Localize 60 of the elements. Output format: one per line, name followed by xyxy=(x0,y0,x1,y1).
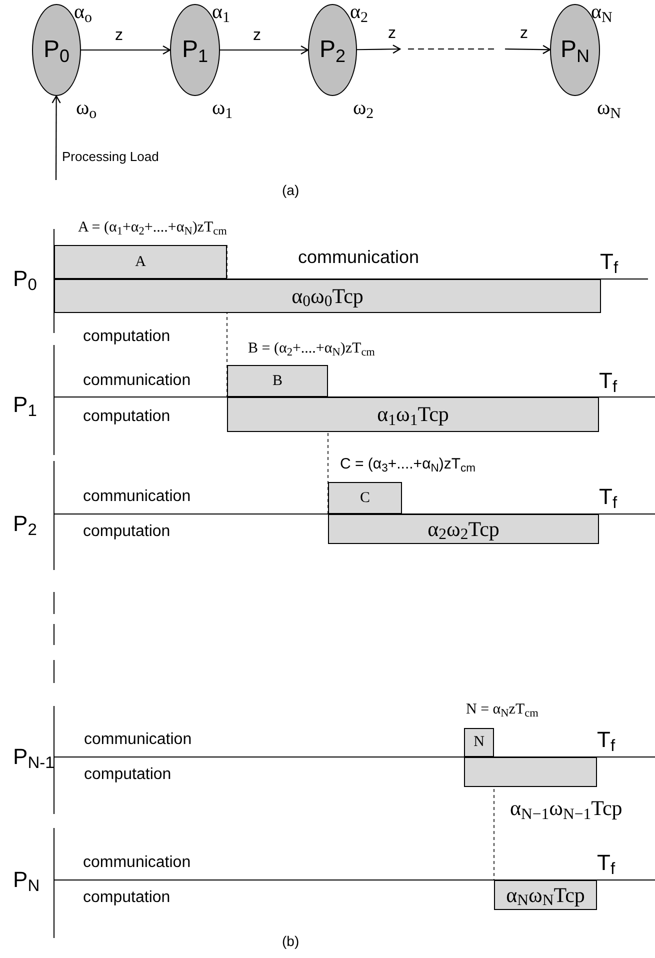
text-label: (b) xyxy=(282,934,300,948)
communication-bar xyxy=(464,728,494,757)
arrow xyxy=(81,45,171,55)
text-label: T$_{f}$ xyxy=(597,729,616,751)
text-label: T$_{f}$ xyxy=(600,251,618,273)
arrow xyxy=(220,45,309,55)
variable-label: ω$_{o}$ xyxy=(76,98,97,118)
variable-label: α$_{2}$ xyxy=(350,2,368,22)
text-label: (a) xyxy=(282,183,300,197)
bar-label: α$_{0}$ω$_{0}$Tcp xyxy=(292,286,364,306)
text-label: B = (α$_{2}$+....+α$_{N}$)zT$_{cm}$ xyxy=(248,342,375,356)
computation-bar xyxy=(464,757,597,787)
text-label: communication xyxy=(83,489,191,505)
processor-label: P$_{N}$ xyxy=(560,38,590,62)
edge-label: Processing Load xyxy=(62,150,159,163)
text-label: computation xyxy=(83,409,170,425)
text-label: computation xyxy=(83,329,170,345)
variable-label: ω$_{2}$ xyxy=(353,98,374,118)
computation-bar xyxy=(227,397,599,432)
variable-label: α$_{1}$ xyxy=(212,2,230,22)
bar-label: α$_{N}$ω$_{N}$Tcp xyxy=(506,884,585,906)
text-label: P$_{N-1}$ xyxy=(13,746,54,768)
communication-bar xyxy=(328,482,402,514)
bar-label: B xyxy=(272,374,282,388)
computation-bar xyxy=(328,514,599,544)
variable-label: α$_{N−1}$ω$_{N−1}$Tcp xyxy=(510,798,622,819)
text-label: communication xyxy=(83,855,191,871)
text-label: communication xyxy=(298,248,420,266)
bar-label: α$_{1}$ω$_{1}$Tcp xyxy=(377,404,449,425)
text-label: computation xyxy=(83,890,170,906)
variable-label: α$_{o}$ xyxy=(74,2,92,22)
variable-label: ω$_{1}$ xyxy=(212,98,233,118)
text-label: computation xyxy=(83,524,170,540)
computation-bar xyxy=(494,880,597,910)
text-label: communication xyxy=(83,373,191,389)
text-label: T$_{f}$ xyxy=(597,852,616,874)
text-label: P$_{N}$ xyxy=(13,869,40,891)
processor-label: P$_{2}$ xyxy=(319,38,346,62)
processor-label: P$_{1}$ xyxy=(182,38,208,62)
arrow xyxy=(505,44,551,54)
bar-label: N xyxy=(474,735,484,750)
text-label: P$_{1}$ xyxy=(13,394,37,416)
text-label: C = (α$_{3}$+....+α$_{N}$)zT$_{cm}$ xyxy=(340,456,476,472)
text-label: communication xyxy=(84,732,192,748)
variable-label: α$_{N}$ xyxy=(591,2,612,22)
processor-label: P$_{0}$ xyxy=(43,38,70,62)
variable-label: ω$_{N}$ xyxy=(597,98,622,118)
bar-label: α$_{2}$ω$_{2}$Tcp xyxy=(428,518,500,540)
arrow xyxy=(357,44,401,54)
text-label: P$_{2}$ xyxy=(13,513,37,535)
text-label: T$_{f}$ xyxy=(599,486,618,508)
bar-label: A xyxy=(135,254,146,270)
communication-bar xyxy=(227,365,328,397)
text-label: P$_{0}$ xyxy=(13,268,37,290)
text-label: T$_{f}$ xyxy=(599,370,618,392)
computation-bar xyxy=(54,279,601,313)
communication-bar xyxy=(54,245,227,279)
bar-label: C xyxy=(360,490,370,506)
text-label: computation xyxy=(84,767,172,783)
arrow xyxy=(52,95,61,180)
